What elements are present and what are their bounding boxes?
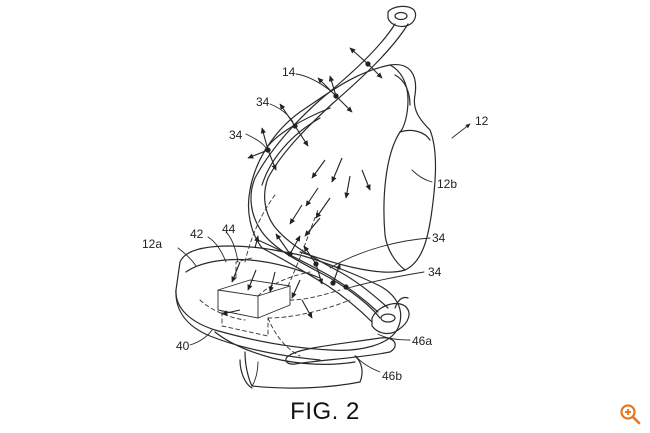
label-outlet-2: 34 [229, 128, 243, 142]
label-seatbelt: 14 [282, 65, 296, 79]
figure-caption: FIG. 2 [290, 398, 360, 425]
label-module-b: 44 [222, 222, 236, 236]
label-module-a: 42 [190, 227, 204, 241]
zoom-button[interactable] [618, 402, 642, 426]
label-seat-back: 12b [437, 177, 457, 191]
label-seat-base: 12a [142, 237, 162, 251]
label-buckle-lower: 46b [382, 369, 402, 383]
seatbelt-webbing [250, 5, 417, 323]
label-buckle-upper: 46a [412, 334, 432, 348]
belt-buckle [285, 296, 410, 365]
label-outlet-3: 34 [432, 231, 446, 245]
label-outlet-1: 34 [256, 95, 270, 109]
airflow-arrows [221, 47, 383, 319]
label-module-housing: 40 [176, 339, 190, 353]
label-outlet-4: 34 [428, 265, 442, 279]
seat-base [175, 245, 402, 389]
label-seat-assembly: 12 [475, 114, 489, 128]
zoom-in-icon [620, 404, 641, 425]
seat-back [247, 64, 437, 273]
reference-numerals: 14 34 34 12 12b 12a 42 44 34 34 40 46a 4… [142, 65, 489, 383]
leader-lines [177, 73, 471, 373]
